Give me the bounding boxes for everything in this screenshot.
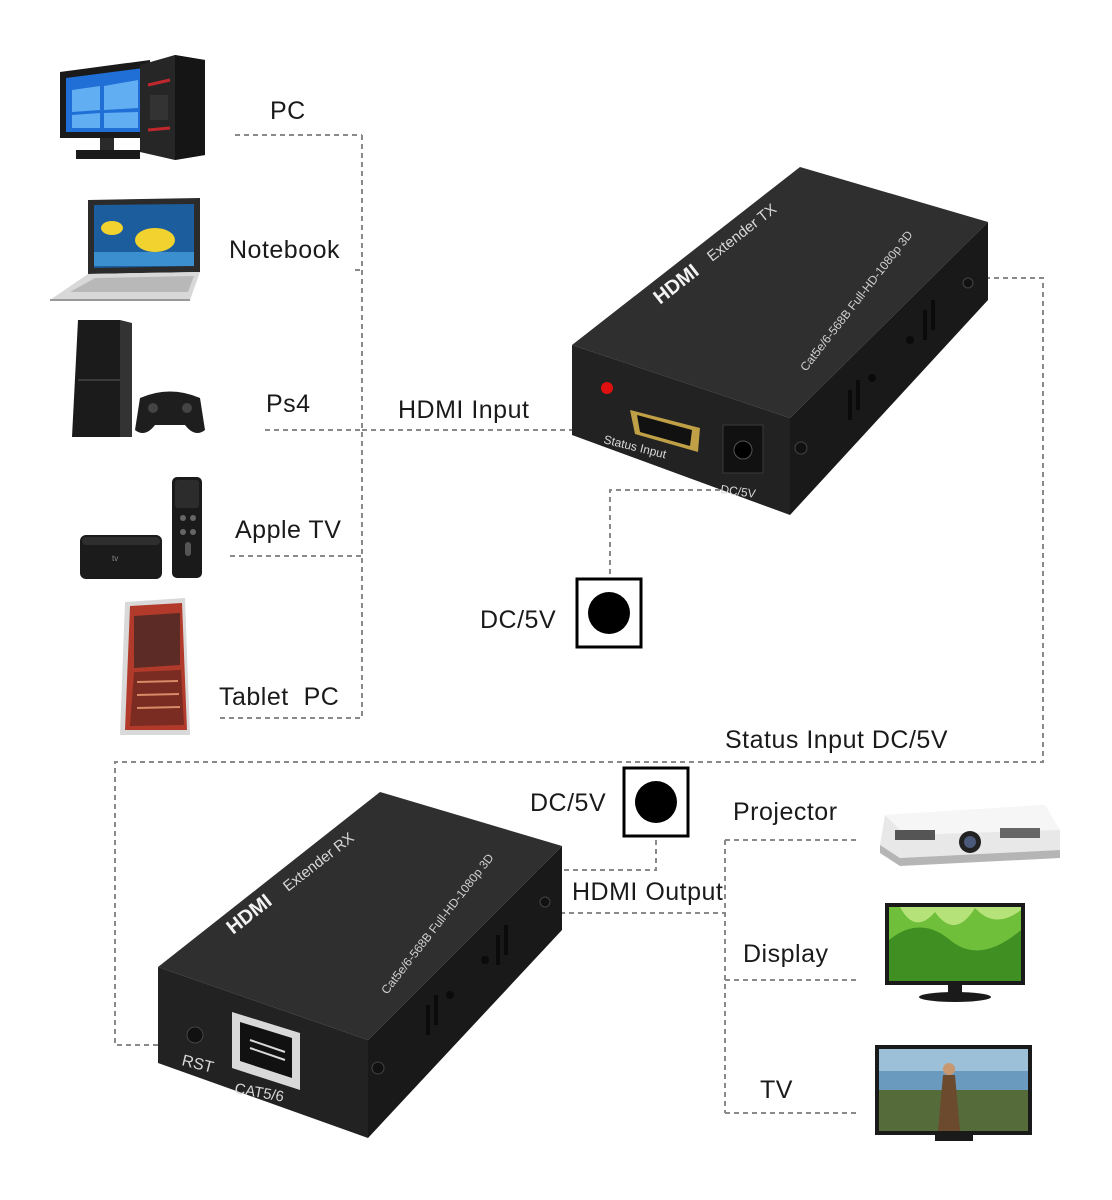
hdmi-output-label: HDMI Output (572, 878, 724, 906)
projector-icon (880, 805, 1060, 866)
tx-extender-device (572, 167, 988, 515)
reset-button-icon (186, 1026, 204, 1044)
dc-power-rx-icon (622, 766, 690, 838)
output-label-tv: TV (760, 1076, 793, 1104)
status-input-dc-label: Status Input DC/5V (725, 726, 949, 754)
monitor-icon (885, 903, 1025, 1002)
source-label-ps4: Ps4 (266, 390, 311, 418)
source-label-apple-tv: Apple TV (235, 516, 342, 544)
svg-text:tv: tv (112, 554, 118, 563)
tablet-icon (120, 598, 190, 735)
source-label-notebook: Notebook (229, 236, 341, 264)
set-top-box-icon: tv (80, 477, 202, 579)
desktop-pc-icon (60, 55, 205, 160)
tx-dc-label: DC/5V (720, 482, 757, 501)
source-label-pc: PC (270, 97, 306, 125)
output-label-display: Display (743, 940, 829, 968)
status-led-icon (601, 382, 613, 394)
source-label-tablet: Tablet PC (219, 683, 340, 711)
game-console-icon (72, 320, 205, 437)
tv-icon (875, 1045, 1032, 1141)
dc-power-rx-label: DC/5V (530, 789, 607, 817)
laptop-icon (50, 198, 200, 301)
hdmi-input-label: HDMI Input (398, 396, 530, 424)
dc-power-tx-icon (575, 577, 643, 649)
rx-extender-device (158, 792, 562, 1138)
dc-power-tx-label: DC/5V (480, 606, 557, 634)
output-label-projector: Projector (733, 798, 838, 826)
